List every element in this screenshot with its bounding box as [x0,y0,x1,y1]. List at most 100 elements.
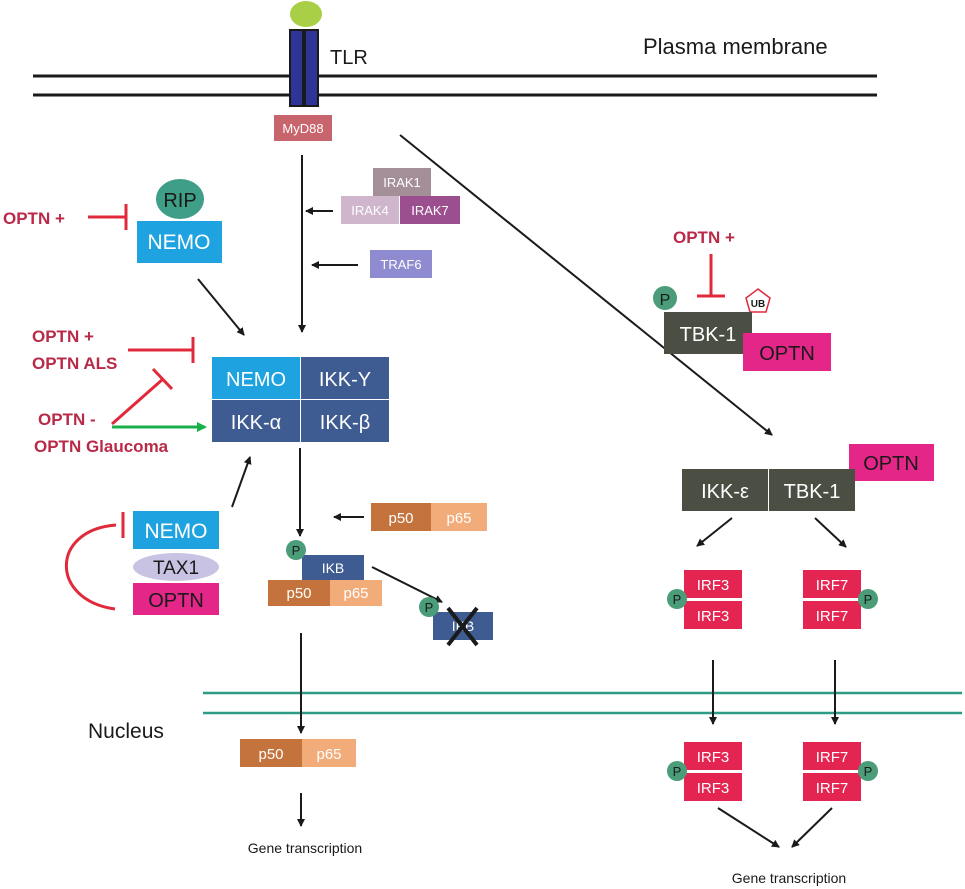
optn-plus-left-label: OPTN + [3,209,65,228]
p65-label-free: p65 [446,510,471,527]
optn-label-top-right: OPTN [759,343,815,365]
optn-label-mid-right: OPTN [863,453,919,475]
irf3-box-nuc-top [684,742,742,770]
irak4-box [341,196,399,224]
nuclear-membrane [203,691,962,715]
optn-minus-label: OPTN - [38,410,96,429]
irf3-label-cyto-top: IRF3 [697,577,730,594]
tlr-receptor [289,1,322,107]
optn-glaucoma-label: OPTN Glaucoma [34,437,169,456]
ikb-label: IKB [322,560,345,576]
optn-box-left [133,583,219,615]
ikk-nemo-label: NEMO [226,369,286,391]
nemo-box-top [137,221,222,263]
p50-box-complex [268,580,330,606]
degradation-cross-icon [446,606,479,647]
arrow-tbk1-to-irf7 [814,517,847,548]
ikk-alpha-label: IKK-α [231,412,281,434]
optn-plus-right-label: OPTN + [673,228,735,247]
irak1-box [373,168,431,196]
irf7-box-nuc-top [803,742,861,770]
myd88-label: MyD88 [282,121,323,136]
irak1-label: IRAK1 [383,175,421,190]
p50-box-nucleus [240,739,302,767]
optn-plus-als-label: OPTN + [32,327,94,346]
inhibit-optn-nemo-loop [65,512,125,611]
optn-als-label: OPTN ALS [32,354,117,373]
irf3-box-cyto-top [684,570,742,598]
ikk-beta-box [301,400,389,442]
phospho-irf3-cyto-label: P [673,592,682,607]
phospho-irf3-cyto [667,589,687,609]
p50-label-nucleus: p50 [258,746,283,763]
tax1-oval [133,553,219,581]
ikk-gamma-label: IKK-Y [319,369,371,391]
irf7-label-cyto-top: IRF7 [816,577,849,594]
irf7-box-cyto-top [803,570,861,598]
tbk1-box-top [664,312,752,354]
irf7-box-nuc-bottom [803,773,861,801]
arrow-nemo-to-ikk [197,278,245,336]
optn-label-left: OPTN [148,590,204,612]
p50-box-free [371,503,431,531]
irak7-box [400,196,460,224]
ub-pentagon-icon [745,288,771,313]
myd88-box [274,115,332,141]
tlr-label: TLR [330,47,368,69]
ub-label: UB [751,299,765,310]
traf6-box [370,250,432,278]
irf3-label-nuc-top: IRF3 [697,749,730,766]
nemo-box-bottom [133,511,219,549]
irf7-label-nuc-bottom: IRF7 [816,780,849,797]
gene-transcription-right: Gene transcription [732,870,846,886]
plasma-membrane-label: Plasma membrane [643,34,828,59]
irf3-label-nuc-bottom: IRF3 [697,780,730,797]
plasma-membrane [33,74,877,97]
phospho-tbk1-label: P [660,292,671,309]
phospho-tbk1 [653,286,677,310]
phospho-ikb [286,540,306,560]
irf7-box-cyto-bottom [803,601,861,629]
irf7-label-cyto-bottom: IRF7 [816,608,849,625]
irf3-box-cyto-bottom [684,601,742,629]
traf6-label: TRAF6 [380,257,421,272]
nucleus-label: Nucleus [88,720,164,743]
arrow-tlr-to-tbk1 [399,134,773,436]
inhibit-optn-glaucoma-loop [111,367,174,426]
phospho-irf7-nuc-label: P [864,764,873,779]
irak4-label: IRAK4 [351,203,389,218]
phospho-irf7-cyto-label: P [864,592,873,607]
optn-box-mid-right [849,444,934,481]
p50-label-complex: p50 [286,585,311,602]
rip-label: RIP [163,190,196,212]
optn-box-top-right [743,333,831,371]
nemo-label-bottom: NEMO [145,520,208,543]
phospho-irf3-nuc [667,761,687,781]
phospho-ikb-degraded [419,597,439,617]
irf7-label-nuc-top: IRF7 [816,749,849,766]
p65-label-nucleus: p65 [316,746,341,763]
tbk1-label-mid: TBK-1 [784,481,841,503]
p50-label-free: p50 [388,510,413,527]
ikk-epsilon-box [682,469,768,511]
irf3-label-cyto-bottom: IRF3 [697,608,730,625]
ikk-gamma-box [301,357,389,399]
inhibit-optn-als-ikk [128,337,195,363]
ikb-box [302,555,364,581]
gene-transcription-left: Gene transcription [248,840,362,856]
inhibit-optn-tbk1 [697,254,725,298]
inhibit-optn-nemo [88,204,128,230]
tbk1-label-top: TBK-1 [680,324,737,346]
ikk-alpha-box [212,400,300,442]
arrow-ikke-to-irf3 [696,517,733,547]
phospho-ikb-label: P [292,543,301,558]
p65-box-nucleus [302,739,356,767]
irf3-box-nuc-bottom [684,773,742,801]
ikk-beta-label: IKK-β [320,412,370,434]
arrow-irf7-to-transcription [791,807,833,848]
phospho-irf3-nuc-label: P [673,764,682,779]
p65-label-complex: p65 [343,585,368,602]
nemo-label-top: NEMO [148,231,211,254]
tbk1-box-mid [769,469,855,511]
